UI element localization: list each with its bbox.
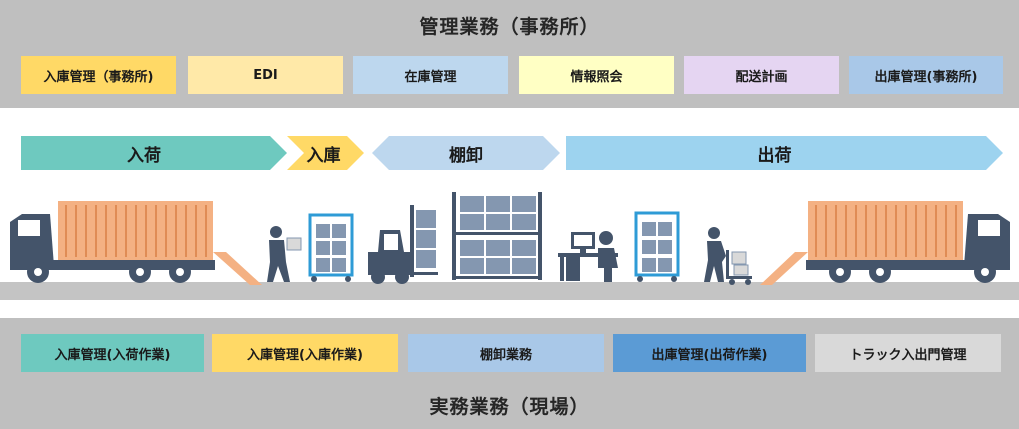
flow-step-label: 入荷: [127, 145, 161, 166]
ground-strip: [0, 282, 1019, 300]
field-item-label: 入庫管理(入荷作業): [54, 347, 171, 363]
office-item-label: 入庫管理（事務所): [43, 69, 154, 85]
worker-pushing-cart-icon: [704, 227, 752, 285]
office-item-label: EDI: [253, 67, 278, 83]
office-item-shipping[interactable]: 出庫管理(事務所): [849, 56, 1003, 94]
field-item-arrival-work[interactable]: 入庫管理(入荷作業): [21, 334, 204, 372]
flow-step-label: 出荷: [757, 145, 792, 166]
flow-step-label: 棚卸: [449, 145, 483, 166]
office-item-label: 配送計画: [735, 69, 788, 85]
flow-step-stocktaking: 棚卸: [372, 136, 560, 170]
storage-rack-icon: [452, 192, 542, 280]
field-item-label: 入庫管理(入庫作業): [247, 347, 363, 363]
office-item-edi[interactable]: EDI: [188, 56, 343, 94]
field-item-label: 棚卸業務: [479, 347, 532, 363]
office-item-label: 出庫管理(事務所): [874, 69, 978, 85]
cage-cart-icon: [634, 211, 680, 282]
field-operations-title: 実務業務（現場）: [429, 396, 590, 418]
field-item-stocktaking[interactable]: 棚卸業務: [408, 334, 604, 372]
flow-step-label: 入庫: [306, 145, 341, 166]
office-item-receiving[interactable]: 入庫管理（事務所): [21, 56, 176, 94]
warehouse-illustration: [10, 192, 1010, 285]
office-item-label: 情報照会: [570, 69, 623, 85]
computer-desk-icon: [558, 231, 618, 282]
office-item-label: 在庫管理: [404, 69, 457, 85]
office-item-inquiry[interactable]: 情報照会: [519, 56, 674, 94]
field-item-warehousing-work[interactable]: 入庫管理(入庫作業): [212, 334, 398, 372]
truck-right-icon: [760, 201, 1010, 285]
cage-cart-icon: [308, 213, 354, 282]
office-item-delivery-plan[interactable]: 配送計画: [684, 56, 839, 94]
field-item-label: トラック入出門管理: [849, 347, 967, 363]
truck-left-icon: [10, 201, 262, 285]
forklift-icon: [368, 205, 438, 284]
flow-step-arrival: 入荷: [21, 136, 287, 170]
office-management-title: 管理業務（事務所）: [419, 16, 600, 38]
office-item-inventory[interactable]: 在庫管理: [353, 56, 508, 94]
flow-step-shipping: 出荷: [566, 136, 1003, 170]
field-item-truck-gate[interactable]: トラック入出門管理: [815, 334, 1001, 372]
field-item-shipping-work[interactable]: 出庫管理(出荷作業): [613, 334, 806, 372]
field-item-label: 出庫管理(出荷作業): [651, 347, 768, 363]
worker-carrying-box-icon: [267, 226, 302, 282]
